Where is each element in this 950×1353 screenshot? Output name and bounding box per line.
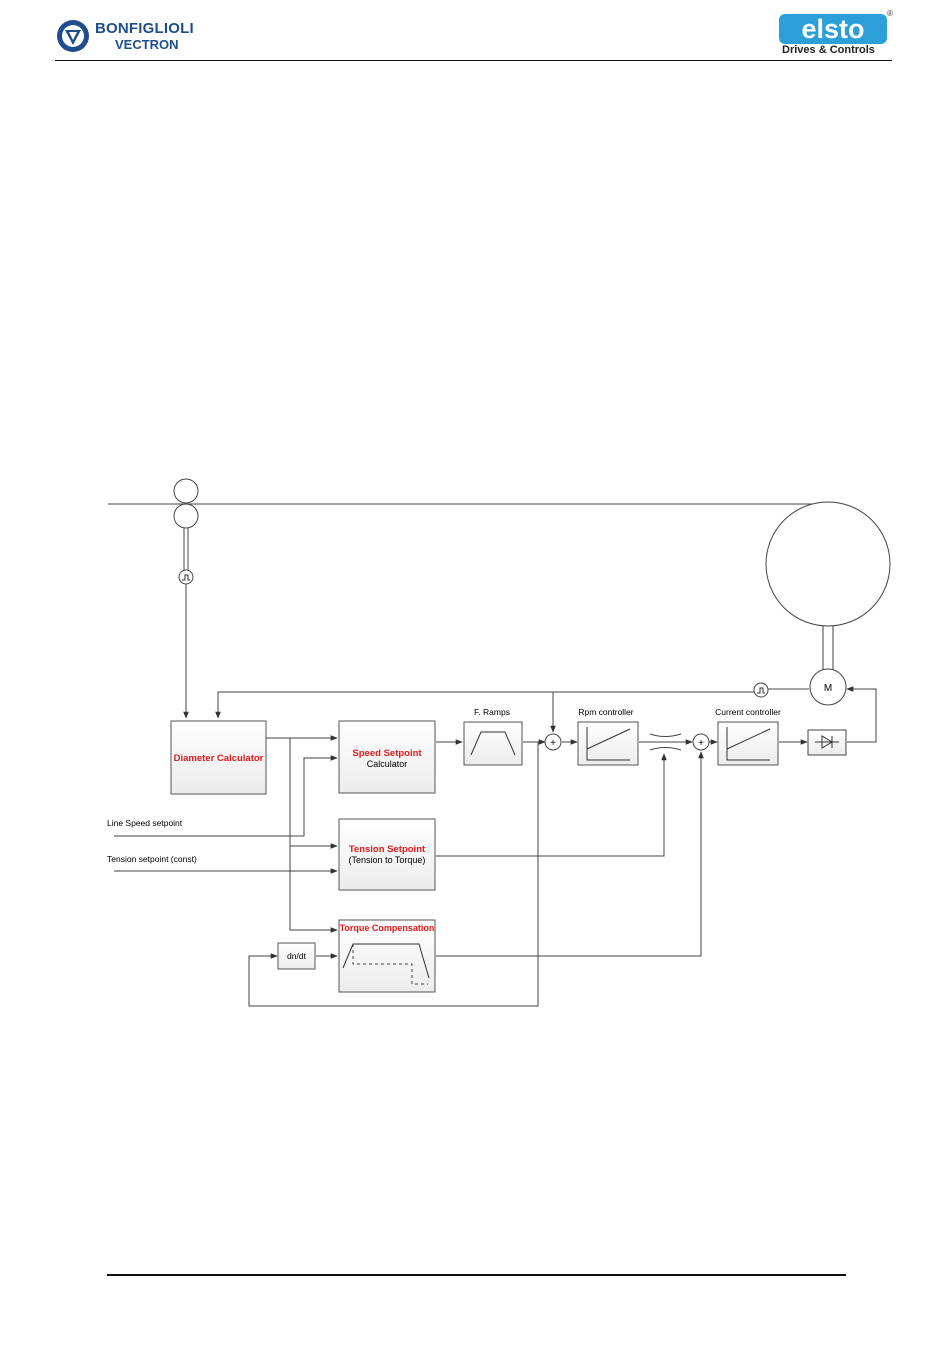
- line-encoder-icon: [179, 570, 193, 584]
- upper-pinch-roller: [174, 479, 198, 503]
- derivative-label: dn/dt: [287, 951, 307, 961]
- rpm-summing-point: +: [545, 734, 561, 750]
- svg-text:+: +: [698, 738, 704, 749]
- svg-text:+: +: [550, 738, 556, 749]
- torque-compensation-title: Torque Compensation: [340, 923, 435, 933]
- diameter-calculator-block: Diameter Calculator: [171, 721, 266, 794]
- converter-icon: [808, 730, 846, 755]
- footer-rule: [107, 1274, 846, 1276]
- speed-setpoint-block: Speed Setpoint Calculator: [339, 721, 435, 793]
- motor-icon: M: [810, 669, 846, 705]
- current-summing-point: +: [693, 734, 709, 750]
- current-controller-block: Current controller: [715, 707, 781, 765]
- line-speed-setpoint-label: Line Speed setpoint: [107, 818, 183, 828]
- speed-setpoint-subtitle: Calculator: [367, 759, 408, 769]
- rpm-controller-label: Rpm controller: [578, 707, 633, 717]
- current-controller-label: Current controller: [715, 707, 781, 717]
- torque-compensation-block: Torque Compensation: [339, 920, 435, 992]
- winder-reel: [766, 502, 890, 626]
- ramps-label: F. Ramps: [474, 707, 510, 717]
- speed-setpoint-title: Speed Setpoint: [352, 748, 422, 759]
- rpm-controller-block: Rpm controller: [578, 707, 638, 765]
- derivative-block: dn/dt: [278, 943, 315, 969]
- ramps-block: F. Ramps: [464, 707, 522, 765]
- motor-encoder-icon: [754, 683, 768, 697]
- tension-setpoint-title: Tension Setpoint: [349, 844, 426, 855]
- diameter-calculator-title: Diameter Calculator: [174, 753, 264, 764]
- tension-setpoint-subtitle: (Tension to Torque): [349, 855, 426, 865]
- tension-setpoint-const-label: Tension setpoint (const): [107, 854, 197, 864]
- tension-setpoint-block: Tension Setpoint (Tension to Torque): [339, 819, 435, 890]
- lower-pinch-roller: [174, 504, 198, 528]
- motor-label: M: [824, 683, 832, 694]
